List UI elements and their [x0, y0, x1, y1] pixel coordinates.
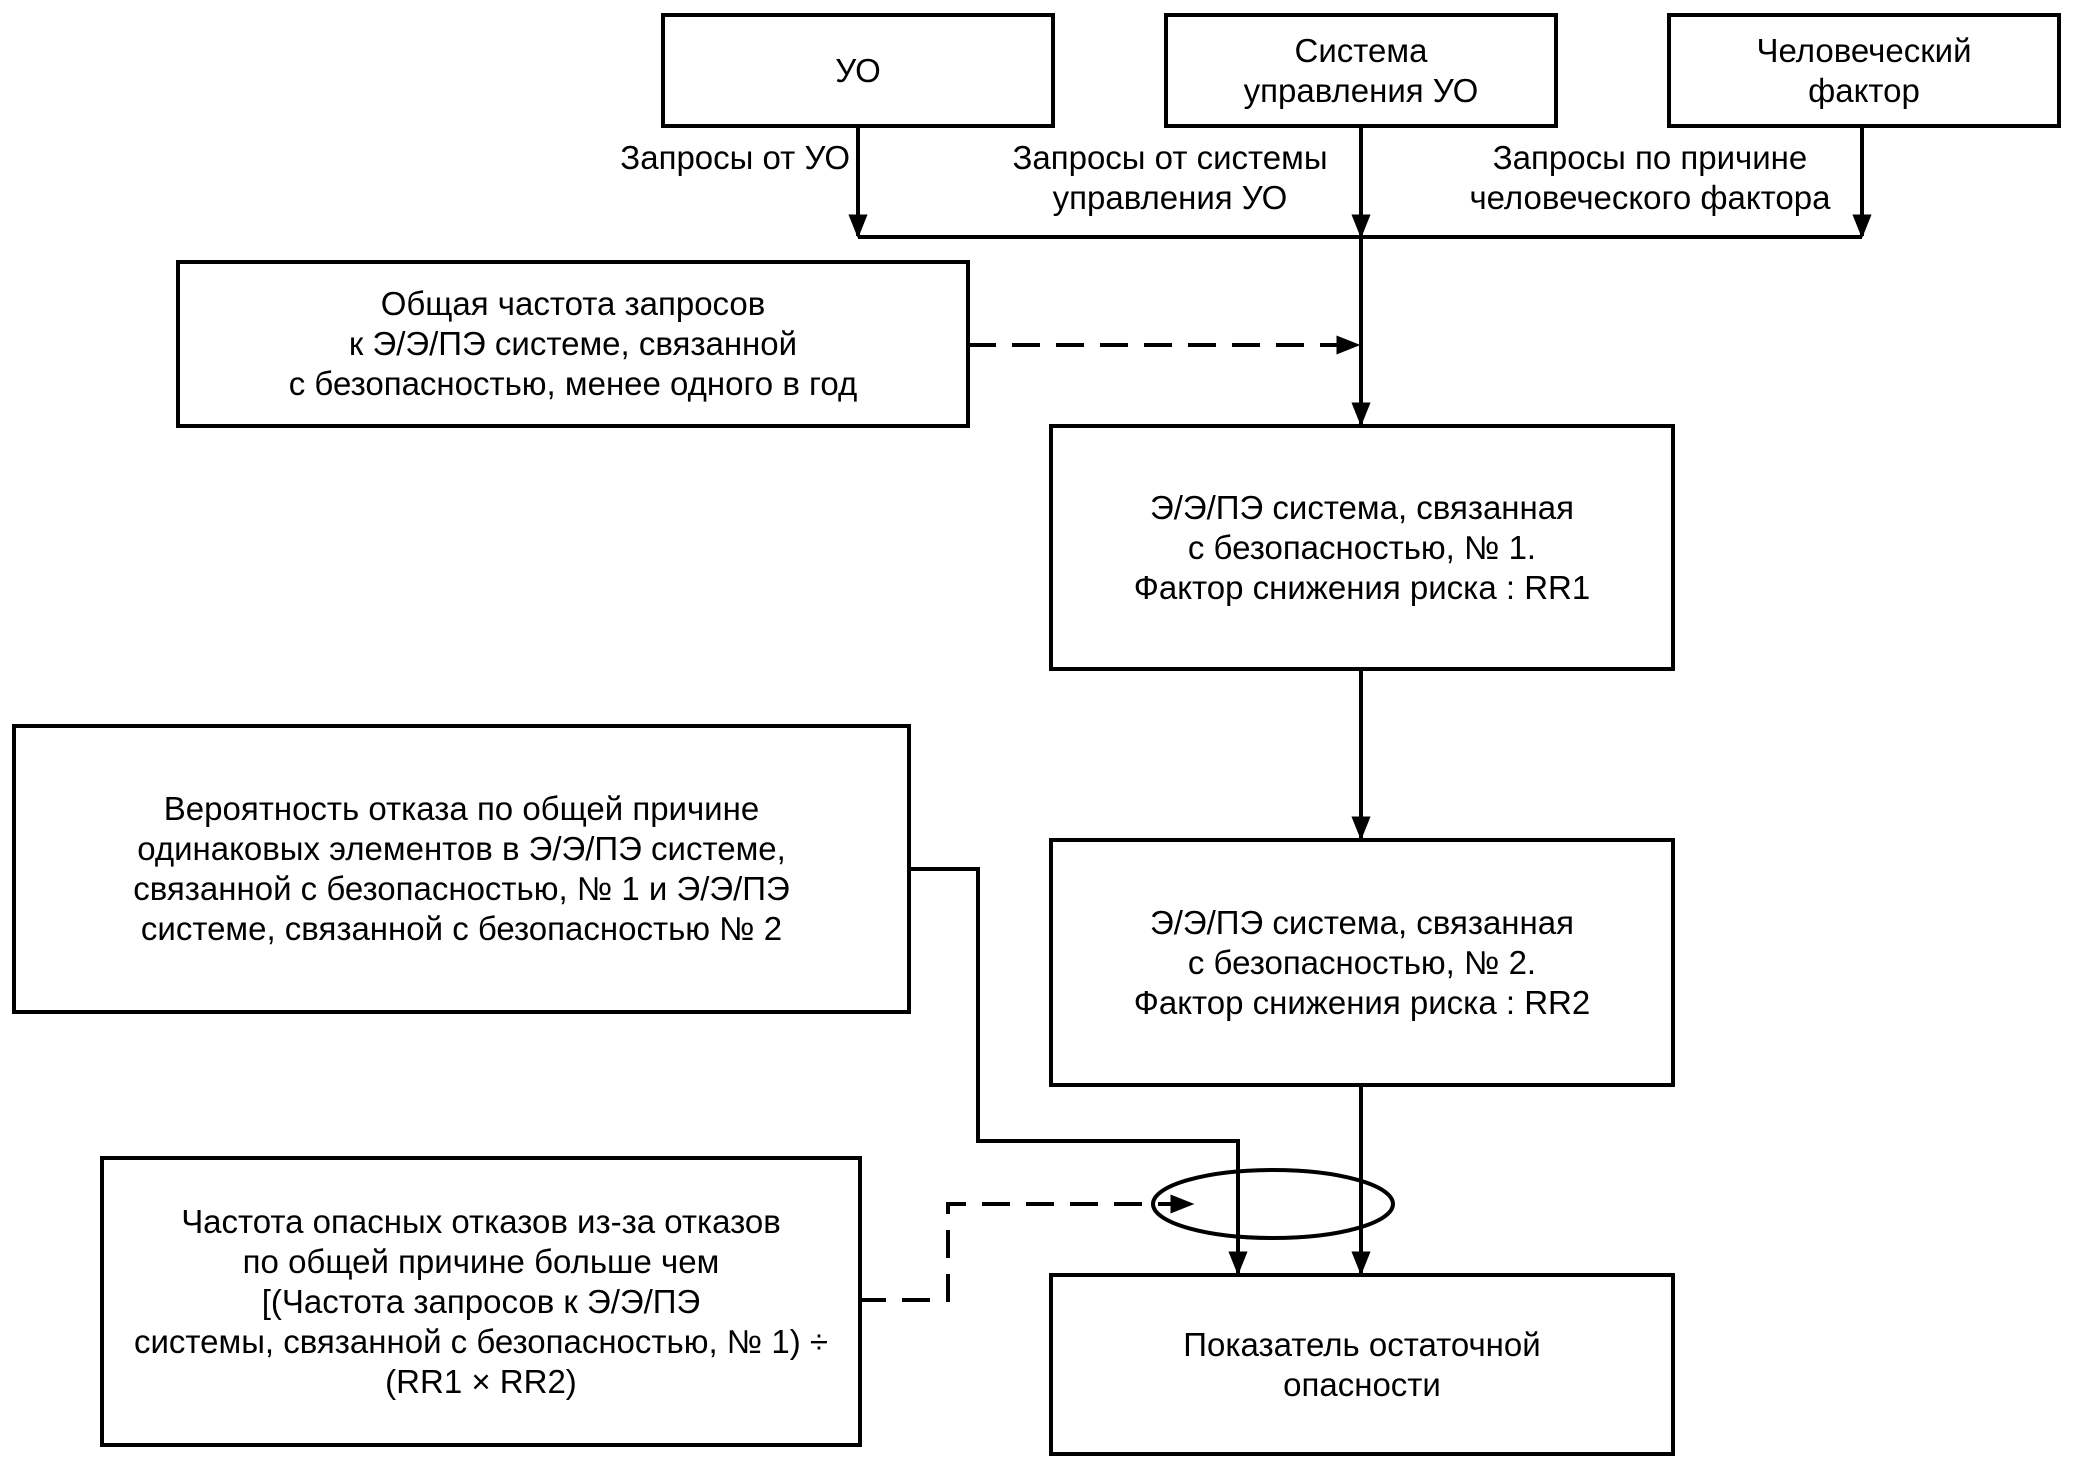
system1-box: Э/Э/ПЭ система, связанная с безопасность…: [1049, 424, 1675, 671]
human-factor-box: Человеческий фактор: [1667, 13, 2061, 128]
demand-rate-box-text: Общая частота запросов к Э/Э/ПЭ системе,…: [288, 285, 858, 402]
label-requests-human: Запросы по причине человеческого фактора: [1469, 139, 1831, 216]
uo-box: УО: [661, 13, 1055, 128]
uo-box-text: УО: [835, 51, 881, 89]
common-cause-box: Вероятность отказа по общей причине один…: [12, 724, 911, 1014]
combination-ellipse: [1151, 1168, 1395, 1240]
residual-risk-box: Показатель остаточной опасности: [1049, 1273, 1675, 1456]
system1-box-text: Э/Э/ПЭ система, связанная с безопасность…: [1133, 488, 1591, 606]
demand-rate-box: Общая частота запросов к Э/Э/ПЭ системе,…: [176, 260, 970, 428]
control-system-box-text: Система управления УО: [1243, 31, 1479, 109]
dangerous-failure-rate-box: Частота опасных отказов из-за отказов по…: [100, 1156, 862, 1447]
human-factor-box-text: Человеческий фактор: [1756, 31, 1972, 109]
label-requests-uo: Запросы от УО: [620, 139, 850, 176]
control-system-box: Система управления УО: [1164, 13, 1558, 128]
system2-box: Э/Э/ПЭ система, связанная с безопасность…: [1049, 838, 1675, 1087]
system2-box-text: Э/Э/ПЭ система, связанная с безопасность…: [1133, 903, 1591, 1021]
common-cause-box-text: Вероятность отказа по общей причине один…: [133, 790, 790, 947]
arrow-common-cause-to-residual: [909, 867, 1248, 1276]
dashed-arrow-failure-rate: [858, 1194, 1195, 1302]
dangerous-failure-rate-box-text: Частота опасных отказов из-за отказов по…: [133, 1202, 828, 1400]
residual-risk-box-text: Показатель остаточной опасности: [1183, 1325, 1541, 1403]
label-requests-control: Запросы от системы управления УО: [1012, 139, 1328, 216]
